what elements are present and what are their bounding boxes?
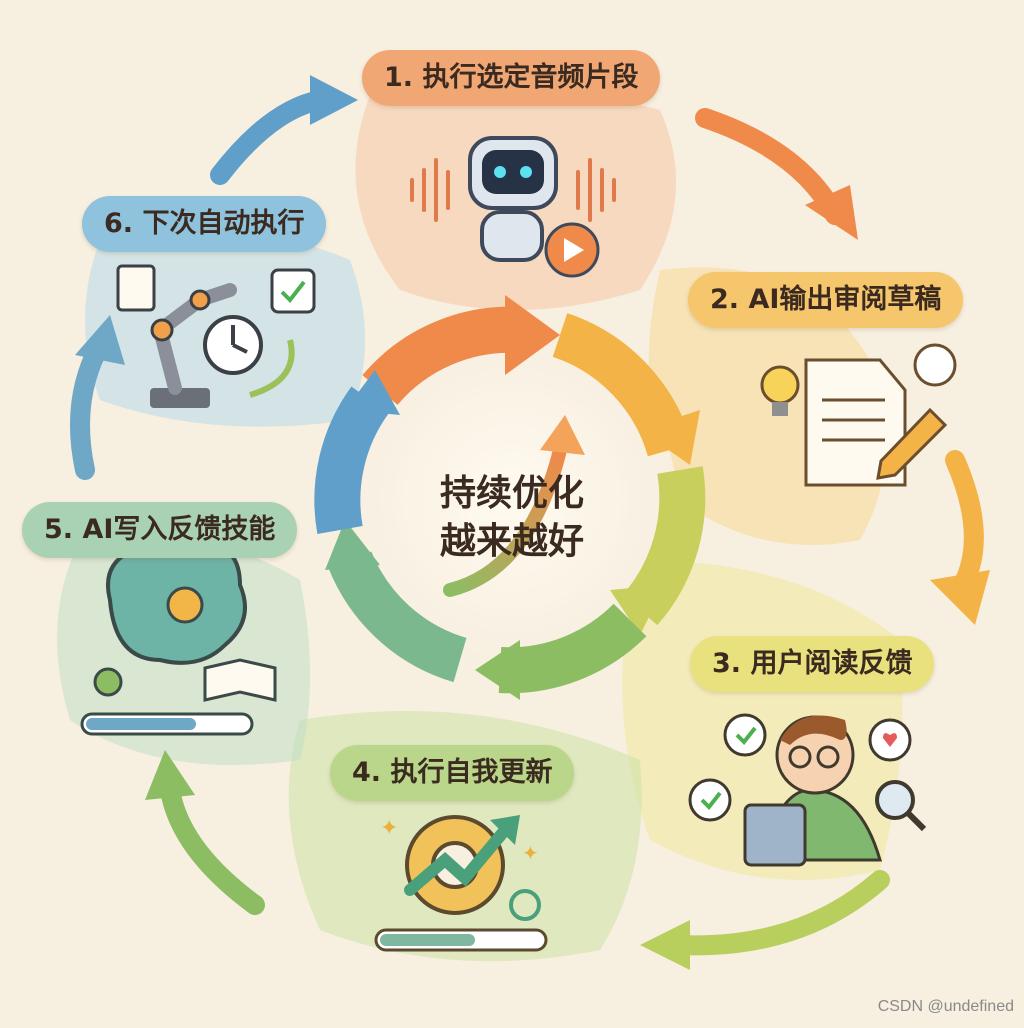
robot-arm-clock-icon (116, 264, 316, 408)
watermark: CSDN @undefined (877, 998, 1014, 1015)
step-3-label: 3. 用户阅读反馈 (690, 636, 935, 692)
center-caption-line-1: 持续优化 (439, 473, 584, 514)
outer-arrow-3-to-4 (670, 870, 890, 956)
outer-arrowhead-6 (310, 75, 358, 125)
brain-gears-book-icon (93, 533, 277, 702)
draft-document-pencil-icon (760, 343, 957, 487)
outer-cycle-arrows (70, 75, 990, 970)
step-2-label: 2. AI输出审阅草稿 (688, 272, 964, 328)
inner-cycle-ring (314, 295, 706, 700)
inner-arc-teal (328, 550, 467, 683)
step-5-label: 5. AI写入反馈技能 (22, 502, 298, 558)
step-4-label: 4. 执行自我更新 (330, 745, 575, 801)
step-1-label: 1. 执行选定音频片段 (362, 50, 661, 106)
svg-text:✦: ✦ (380, 816, 398, 841)
outer-arrowhead-3 (640, 920, 690, 970)
outer-arrowhead-5 (75, 315, 125, 365)
outer-arrow-4-to-5 (160, 780, 265, 915)
outer-arrow-2-to-3 (945, 450, 984, 600)
center-caption: 持续优化 越来越好 (392, 470, 632, 566)
user-reading-tablet-icon (688, 713, 927, 867)
step-6-label: 6. 下次自动执行 (82, 196, 327, 252)
outer-arrow-6-to-1 (210, 90, 330, 185)
progress-bar-step5 (80, 712, 254, 736)
progress-bar-step4 (374, 928, 548, 952)
inner-arc-orange (362, 306, 522, 406)
gear-growth-arrow-icon: ✦ ✦ (380, 815, 541, 921)
outer-arrowhead-1 (805, 185, 858, 240)
inner-spiral-arrow (443, 443, 567, 597)
inner-arc-blue (314, 386, 389, 535)
outer-arrowhead-2 (930, 570, 990, 625)
svg-text:✦: ✦ (522, 841, 539, 865)
outer-arrowhead-4 (145, 750, 195, 800)
center-caption-line-2: 越来越好 (439, 521, 584, 562)
outer-arrow-5-to-6 (70, 335, 110, 480)
robot-speaker-icon (410, 136, 616, 278)
